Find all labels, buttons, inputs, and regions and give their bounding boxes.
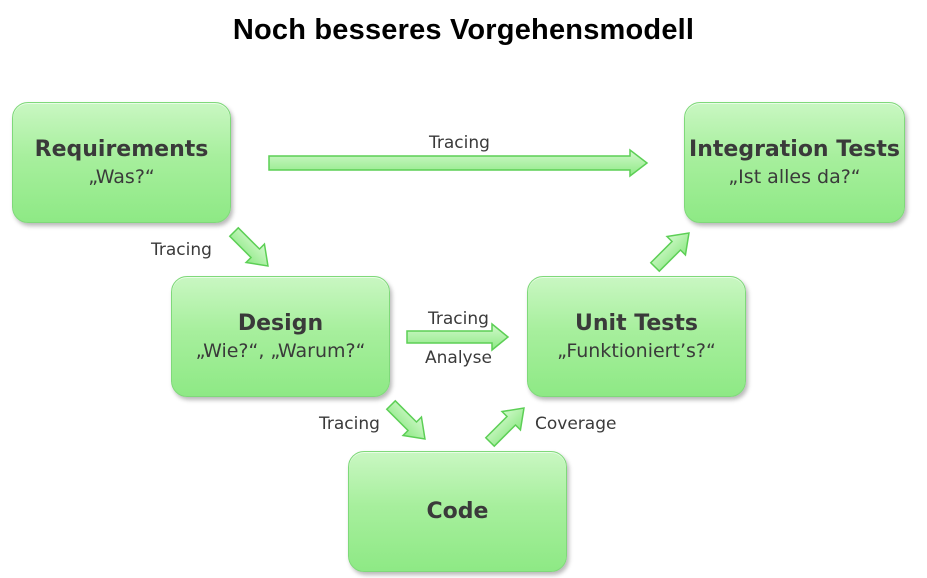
- code-box: Code: [348, 451, 567, 572]
- code-title: Code: [426, 498, 489, 524]
- edge-label-design-code: Tracing: [319, 414, 380, 434]
- design-subtitle: „Wie?“, „Warum?“: [195, 339, 366, 362]
- unit-tests-box: Unit Tests „Funktioniert’s?“: [527, 276, 746, 397]
- requirements-box: Requirements „Was?“: [12, 102, 231, 223]
- design-box: Design „Wie?“, „Warum?“: [171, 276, 390, 397]
- edge-label-requirements-integration: Tracing: [429, 133, 490, 153]
- arrow-requirements-to-design: [228, 226, 269, 267]
- edge-label-code-unit: Coverage: [535, 414, 617, 434]
- design-title: Design: [237, 310, 324, 336]
- arrow-design-to-code: [385, 399, 426, 440]
- edge-label-design-unit-top: Tracing: [428, 309, 489, 329]
- edge-label-requirements-design: Tracing: [151, 240, 212, 260]
- unit-tests-subtitle: „Funktioniert’s?“: [557, 339, 716, 362]
- requirements-title: Requirements: [34, 136, 209, 162]
- arrow-design-to-unit-tests: [406, 322, 510, 352]
- requirements-subtitle: „Was?“: [88, 165, 155, 188]
- integration-tests-title: Integration Tests: [689, 136, 900, 162]
- arrow-code-to-unit-tests: [484, 407, 525, 448]
- arrow-unit-to-integration-tests: [649, 232, 690, 273]
- diagram-title: Noch besseres Vorgehensmodell: [232, 14, 695, 46]
- integration-tests-subtitle: „Ist alles da?“: [728, 165, 861, 188]
- edge-label-design-unit-bottom: Analyse: [425, 348, 492, 368]
- integration-tests-box: Integration Tests „Ist alles da?“: [684, 102, 905, 223]
- unit-tests-title: Unit Tests: [575, 310, 698, 336]
- arrow-requirements-to-integration: [268, 148, 649, 178]
